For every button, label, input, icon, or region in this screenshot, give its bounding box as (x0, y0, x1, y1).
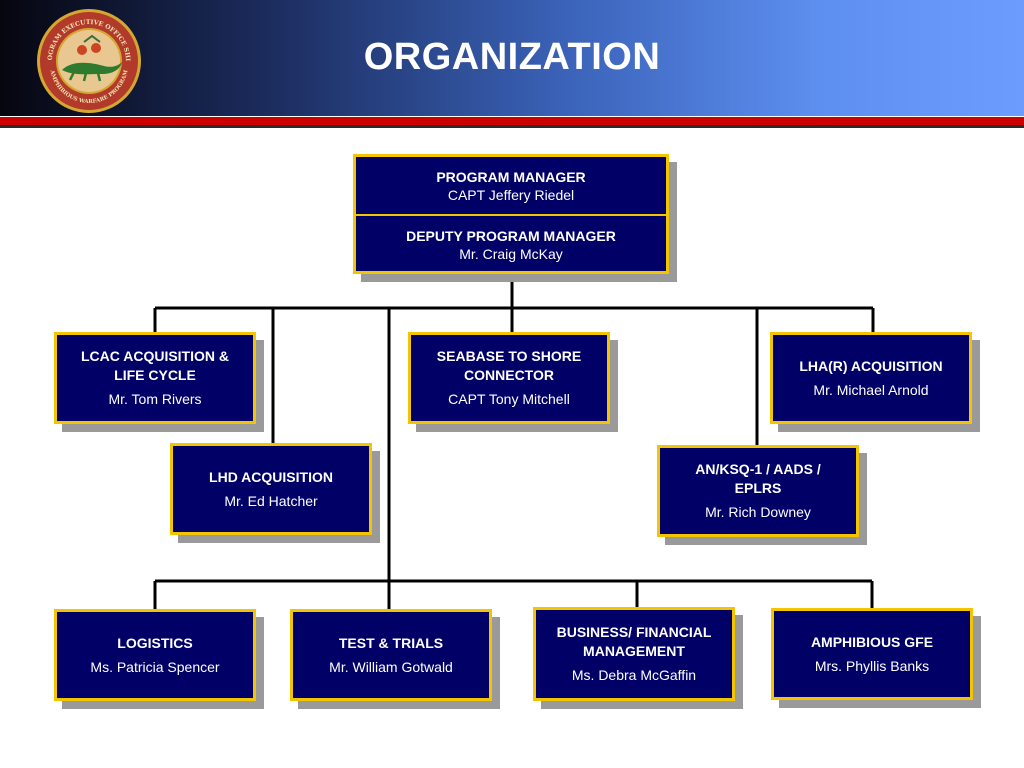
lcac-acquisition-name: Mr. Tom Rivers (108, 391, 202, 407)
lha-acquisition-box: LHA(R) ACQUISITION Mr. Michael Arnold (770, 332, 972, 424)
deputy-program-manager-section: DEPUTY PROGRAM MANAGER Mr. Craig McKay (356, 216, 666, 273)
anksq-aads-eplrs-title: AN/KSQ-1 / AADS / EPLRS (695, 461, 821, 496)
deputy-program-manager-title: DEPUTY PROGRAM MANAGER (406, 227, 616, 244)
lcac-acquisition-box: LCAC ACQUISITION & LIFE CYCLE Mr. Tom Ri… (54, 332, 256, 424)
deputy-program-manager-name: Mr. Craig McKay (459, 245, 563, 262)
page-title: ORGANIZATION (363, 36, 661, 78)
logistics-title: LOGISTICS (117, 634, 193, 651)
lha-acquisition-title: LHA(R) ACQUISITION (799, 357, 943, 374)
business-financial-box: BUSINESS/ FINANCIAL MANAGEMENT Ms. Debra… (533, 607, 735, 701)
header-banner (0, 0, 1024, 116)
lhd-acquisition-title: LHD ACQUISITION (209, 468, 333, 485)
business-financial-name: Ms. Debra McGaffin (571, 667, 697, 683)
program-manager-box: PROGRAM MANAGER CAPT Jeffery Riedel DEPU… (353, 154, 669, 274)
seabase-connector-name: CAPT Tony Mitchell (448, 391, 570, 407)
program-manager-name: CAPT Jeffery Riedel (447, 186, 575, 203)
amphibious-gfe-box: AMPHIBIOUS GFE Mrs. Phyllis Banks (771, 608, 973, 700)
test-trials-box: TEST & TRIALS Mr. William Gotwald (290, 609, 492, 701)
program-seal-logo: PROGRAM EXECUTIVE OFFICE SHIPS AMPHIBIOU… (34, 6, 141, 113)
business-financial-title: BUSINESS/ FINANCIAL MANAGEMENT (556, 624, 712, 659)
header-dark-rule (0, 125, 1024, 128)
logistics-name: Ms. Patricia Spencer (90, 658, 220, 675)
anksq-aads-eplrs-name: Mr. Rich Downey (705, 504, 811, 520)
test-trials-title: TEST & TRIALS (338, 634, 444, 651)
lhd-acquisition-name: Mr. Ed Hatcher (224, 492, 318, 509)
anksq-aads-eplrs-box: AN/KSQ-1 / AADS / EPLRS Mr. Rich Downey (657, 445, 859, 537)
amphibious-gfe-name: Mrs. Phyllis Banks (814, 657, 930, 674)
lhd-acquisition-box: LHD ACQUISITION Mr. Ed Hatcher (170, 443, 372, 535)
seabase-connector-title: SEABASE TO SHORE CONNECTOR (436, 348, 582, 383)
amphibious-gfe-title: AMPHIBIOUS GFE (810, 633, 934, 650)
program-manager-section: PROGRAM MANAGER CAPT Jeffery Riedel (356, 157, 666, 216)
header-red-rule (0, 117, 1024, 125)
logistics-box: LOGISTICS Ms. Patricia Spencer (54, 609, 256, 701)
program-manager-title: PROGRAM MANAGER (436, 168, 586, 185)
lcac-acquisition-title: LCAC ACQUISITION & LIFE CYCLE (80, 348, 230, 383)
test-trials-name: Mr. William Gotwald (329, 658, 453, 675)
lha-acquisition-name: Mr. Michael Arnold (813, 381, 929, 398)
seabase-connector-box: SEABASE TO SHORE CONNECTOR CAPT Tony Mit… (408, 332, 610, 424)
